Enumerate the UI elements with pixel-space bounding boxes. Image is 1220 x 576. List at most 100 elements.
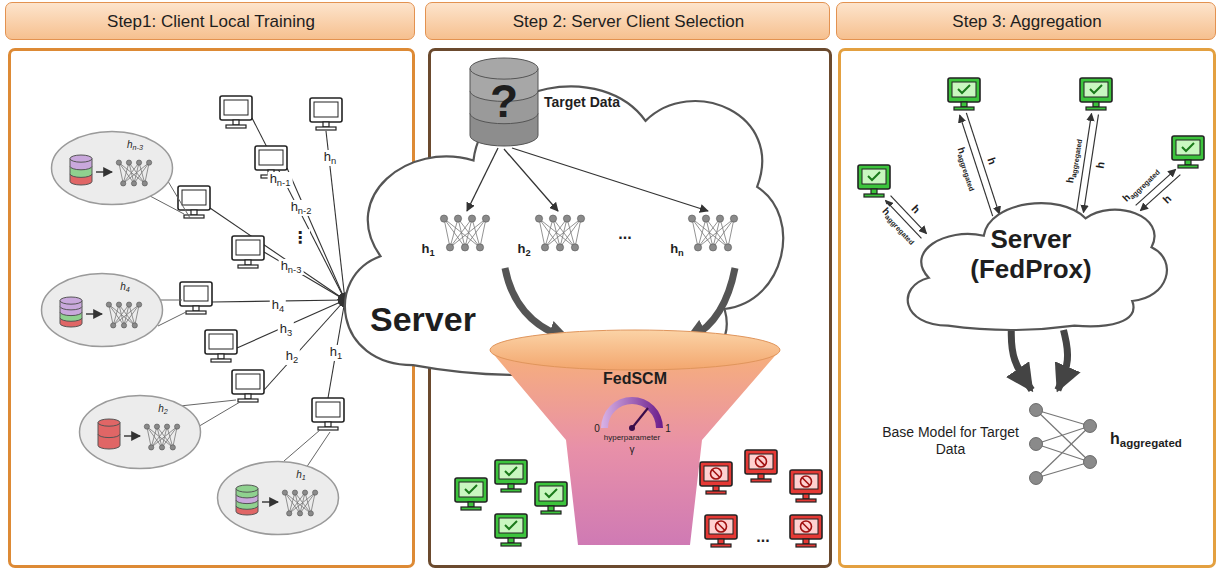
monitor — [495, 460, 527, 484]
network-neuron — [175, 424, 180, 429]
monitor — [705, 515, 737, 539]
selected-client — [535, 482, 567, 514]
model-label: ... — [754, 528, 771, 546]
rejected-client — [790, 470, 822, 502]
monitor — [255, 146, 287, 170]
leader-line — [160, 300, 182, 301]
base — [316, 127, 336, 130]
stand — [468, 502, 474, 507]
network-link — [728, 219, 734, 248]
subscript: 2 — [525, 248, 530, 258]
arrow-line — [96, 171, 112, 172]
step-title: Step 2: Server Client Selection — [426, 3, 831, 41]
base — [796, 544, 816, 547]
screen — [184, 286, 208, 301]
screen — [749, 454, 773, 469]
network-link — [289, 493, 315, 514]
flow-arrow — [692, 268, 735, 337]
funnel-top — [490, 330, 780, 370]
network-link — [720, 219, 728, 248]
network-link — [1036, 444, 1090, 462]
model-label: haggregated — [1119, 163, 1163, 206]
step-title: Step1: Client Local Training — [6, 3, 416, 41]
arrow-line — [262, 501, 278, 502]
selected-client — [1172, 136, 1204, 168]
network-neuron — [535, 215, 542, 222]
network-link — [1036, 426, 1090, 478]
node-caption: haggregated — [1110, 430, 1182, 449]
base — [211, 359, 231, 362]
base — [226, 125, 246, 128]
screen — [1176, 140, 1200, 155]
selected-client — [455, 478, 487, 510]
network-neuron — [142, 181, 147, 186]
model-label: h1 — [419, 242, 436, 258]
model-label: h3 — [278, 322, 294, 338]
network-link — [545, 219, 581, 248]
base — [864, 194, 884, 197]
arrow-line — [252, 118, 345, 300]
leader-line — [180, 400, 236, 406]
cloud-outline — [345, 86, 783, 375]
screen — [1084, 82, 1108, 97]
network-link — [134, 163, 149, 184]
network-link — [567, 219, 575, 248]
subscript: 3 — [287, 328, 292, 338]
symbol: h — [324, 149, 331, 164]
base — [796, 499, 816, 502]
base — [751, 479, 771, 482]
network-link — [289, 493, 295, 514]
subscript: aggregated — [1128, 168, 1162, 201]
network-neuron — [563, 215, 570, 222]
network-neuron — [461, 244, 468, 251]
step-panel: ?Target DataServerFedSCMStep 2: Server C… — [425, 2, 833, 570]
monitor — [220, 96, 252, 120]
network-neuron — [132, 323, 137, 328]
network-link — [124, 305, 139, 326]
step-panel: Server (FedProx)Base Model for Target Da… — [836, 2, 1218, 570]
check-mark — [505, 521, 517, 529]
model-label: h — [1159, 191, 1175, 207]
network-icon — [1030, 404, 1097, 485]
client-links — [210, 118, 345, 398]
screen — [459, 482, 483, 497]
screen — [952, 82, 976, 97]
leader-line — [284, 430, 320, 461]
network-neuron — [159, 445, 164, 450]
network-neuron — [1030, 472, 1043, 485]
network-link — [113, 305, 139, 326]
check-mark — [1182, 143, 1194, 151]
screen — [704, 466, 728, 481]
stand — [548, 506, 554, 511]
flow-arrow — [505, 268, 563, 337]
network-neuron — [292, 490, 297, 495]
node-title: Base Model for Target Data — [878, 424, 1023, 458]
screen — [316, 402, 340, 417]
model-label: haggregated — [953, 144, 981, 194]
stand — [1185, 160, 1191, 165]
subscript: 4 — [279, 304, 284, 314]
monitor — [495, 514, 527, 538]
network-neuron — [149, 445, 154, 450]
network-link — [300, 493, 315, 514]
network-link — [285, 493, 311, 514]
network-icon — [116, 160, 151, 186]
network-link — [472, 219, 480, 248]
client-computer — [312, 398, 344, 430]
network-link — [480, 219, 486, 248]
stand — [508, 538, 514, 543]
network-link — [692, 219, 713, 248]
bubble-shape — [78, 394, 202, 470]
model-label: h — [1093, 159, 1107, 171]
symbol: h — [286, 348, 293, 363]
rejected-client — [790, 515, 822, 547]
screen — [182, 190, 206, 205]
model-label: hn — [668, 242, 686, 258]
model-label: hn-3 — [118, 139, 152, 152]
client-bubble: h4 — [40, 272, 164, 348]
client-bubble: h2 — [78, 394, 202, 470]
monitor — [858, 165, 890, 189]
database-top — [98, 419, 120, 426]
network-neuron — [302, 490, 307, 495]
